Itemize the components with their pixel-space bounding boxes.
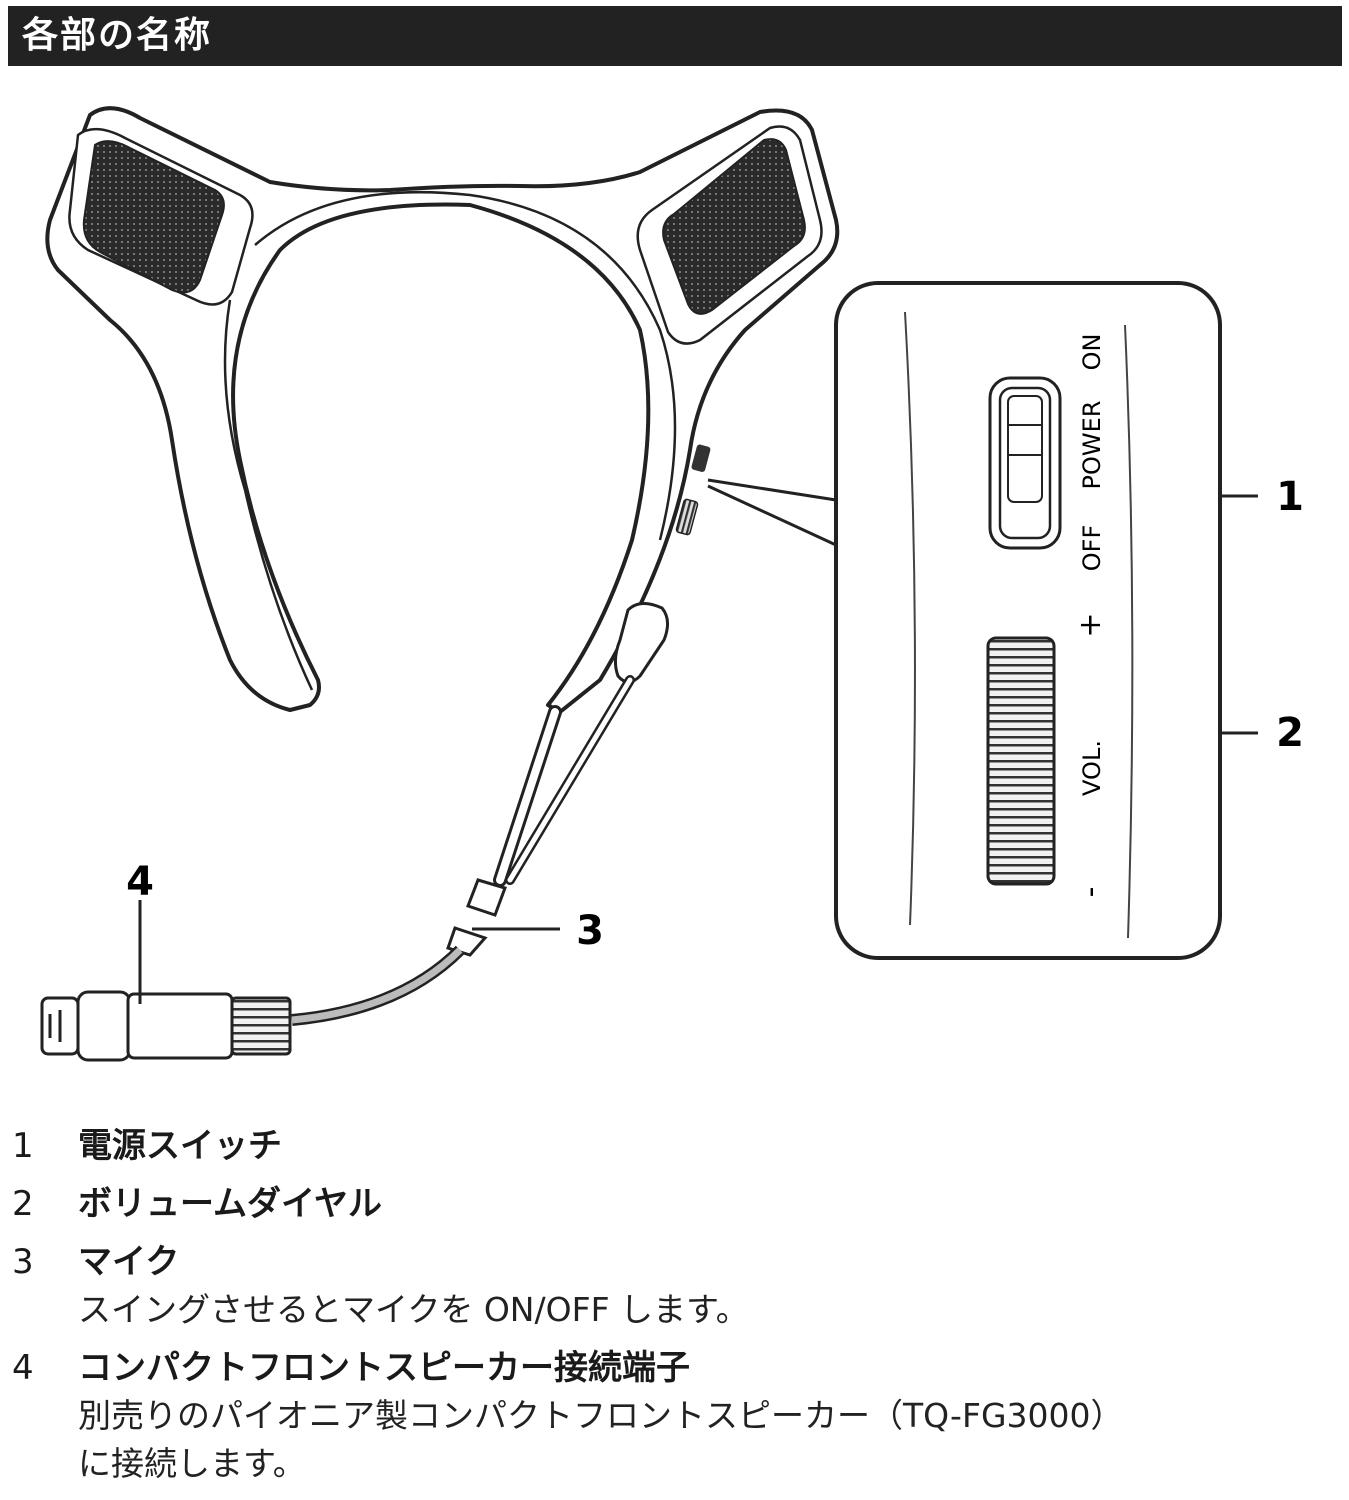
legend-label: マイク <box>78 1242 180 1282</box>
legend-label: コンパクトフロントスピーカー接続端子 <box>78 1348 690 1388</box>
legend-label: 電源スイッチ <box>78 1126 282 1166</box>
mic-boom-illustration <box>291 675 635 1026</box>
callout-4: 4 <box>126 859 154 905</box>
off-label: OFF <box>1078 525 1106 572</box>
product-figure: ON POWER OFF + VOL. - 1 2 3 4 <box>0 80 1349 1100</box>
legend-description: に接続します。 <box>78 1444 306 1483</box>
switch-panel-labels: ON POWER OFF + VOL. - <box>1073 334 1108 898</box>
legend-number: 4 <box>12 1348 34 1388</box>
callout-3: 3 <box>576 908 604 954</box>
legend-description: スイングさせるとマイクを ON/OFF します。 <box>78 1290 749 1329</box>
legend-label: ボリュームダイヤル <box>78 1184 382 1224</box>
callout-1: 1 <box>1276 474 1304 520</box>
minus-label: - <box>1073 887 1108 898</box>
vol-label: VOL. <box>1078 740 1106 796</box>
switch-detail-panel <box>834 281 1222 960</box>
callout-numbers: 1 2 3 4 <box>126 474 1304 954</box>
legend-number: 1 <box>12 1126 34 1166</box>
power-label: POWER <box>1078 401 1106 490</box>
on-label: ON <box>1078 334 1106 371</box>
plus-label: + <box>1073 612 1108 637</box>
section-title: 各部の名称 <box>22 15 213 56</box>
section-header: 各部の名称 <box>8 6 1342 66</box>
legend-number: 3 <box>12 1242 34 1282</box>
neck-speaker-illustration <box>45 106 840 714</box>
legend-description: 別売りのパイオニア製コンパクトフロントスピーカー（TQ-FG3000） <box>78 1396 1124 1435</box>
speaker-connector-illustration <box>40 990 292 1062</box>
legend-number: 2 <box>12 1184 34 1224</box>
callout-2: 2 <box>1276 710 1304 756</box>
